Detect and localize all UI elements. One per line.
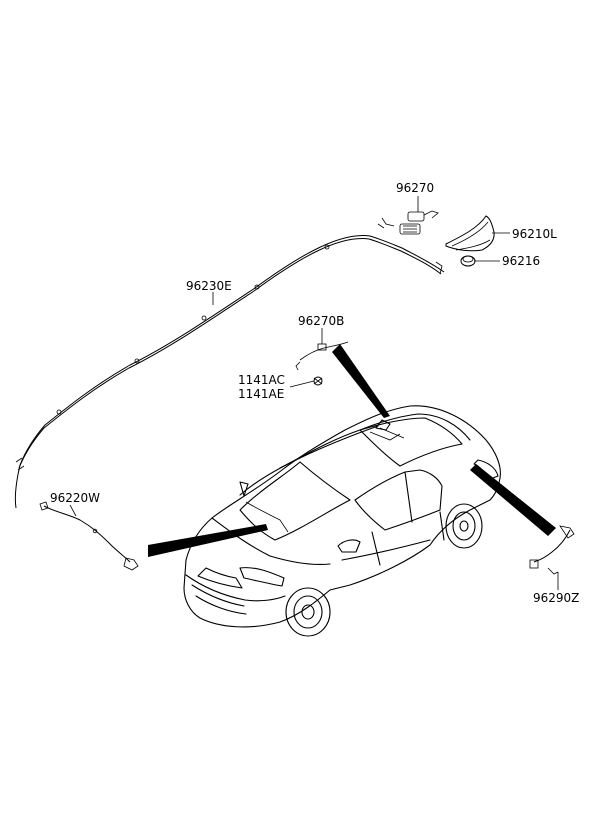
label-96270: 96270: [396, 181, 434, 195]
shark-fin-antenna-96210L: [445, 215, 495, 252]
label-96210L: 96210L: [512, 227, 557, 241]
gasket-96216: [460, 255, 476, 267]
bolt-1141AC: [313, 376, 323, 386]
label-96230E: 96230E: [186, 279, 232, 293]
label-1141AE: 1141AE: [238, 387, 284, 401]
pointer-wedge-96270B: [332, 344, 390, 418]
label-96220W: 96220W: [50, 491, 100, 505]
connector-96270B: [295, 341, 349, 371]
cable-96290Z: [529, 525, 575, 575]
label-96290Z: 96290Z: [533, 591, 579, 605]
cable-96220W: [39, 501, 139, 571]
pointer-wedge-96220W: [148, 524, 268, 557]
pointer-wedge-96290Z: [470, 464, 556, 536]
label-96270B: 96270B: [298, 314, 344, 328]
label-1141AC: 1141AC: [238, 373, 285, 387]
feeder-cable-96230E: [14, 217, 445, 509]
leader-lines: [69, 196, 559, 590]
car-outline: [183, 405, 501, 637]
label-96216: 96216: [502, 254, 540, 268]
module-96270: [399, 210, 439, 235]
